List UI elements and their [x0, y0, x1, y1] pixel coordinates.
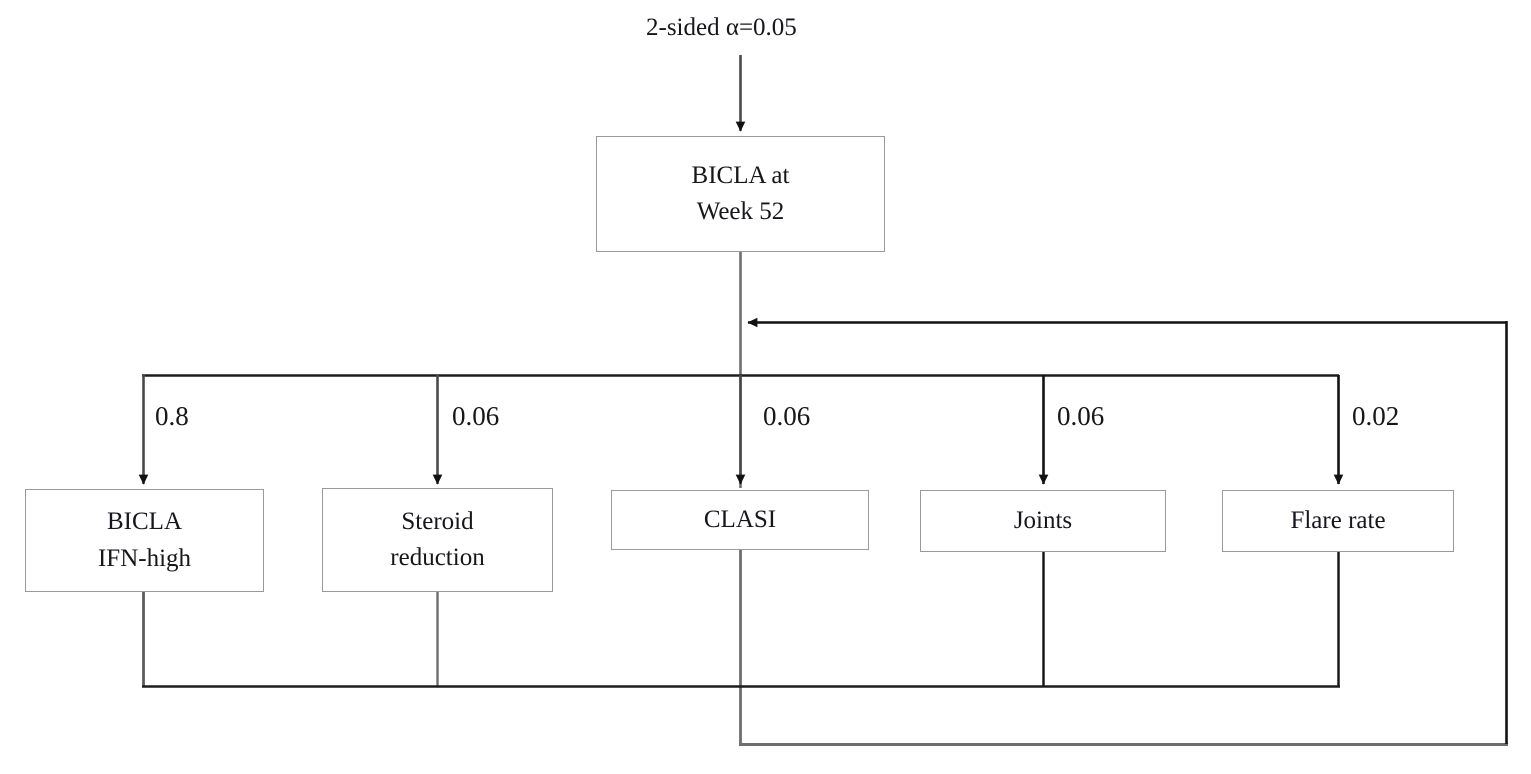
node-flare-rate[interactable]: Flare rate [1222, 490, 1454, 552]
alpha-caption: 2-sided α=0.05 [646, 14, 797, 41]
node-bicla-ifn-high-line2: IFN-high [97, 544, 192, 572]
node-flare-rate-label: Flare rate [1290, 506, 1386, 534]
node-steroid-reduction-line1: Steroid [401, 507, 474, 535]
node-bicla-ifn-high-line1: BICLA [107, 508, 182, 536]
weight-label-4: 0.06 [1057, 401, 1105, 431]
weight-label-5: 0.02 [1352, 401, 1400, 431]
node-bicla-ifn-high[interactable]: BICLA IFN-high [25, 489, 264, 592]
node-bicla-week52[interactable]: BICLA at Week 52 [596, 136, 885, 252]
node-clasi[interactable]: CLASI [611, 490, 869, 550]
weight-label-1: 0.8 [155, 401, 189, 431]
node-joints-label: Joints [1013, 506, 1073, 534]
node-bicla-week52-line1: BICLA at [691, 161, 790, 189]
node-steroid-reduction-line2: reduction [390, 544, 485, 571]
weight-label-2: 0.06 [452, 401, 500, 431]
node-clasi-label: CLASI [703, 505, 777, 533]
weight-label-3: 0.06 [763, 401, 811, 431]
node-bicla-week52-line2: Week 52 [696, 198, 785, 225]
node-joints[interactable]: Joints [920, 490, 1166, 552]
node-steroid-reduction[interactable]: Steroid reduction [322, 488, 553, 592]
